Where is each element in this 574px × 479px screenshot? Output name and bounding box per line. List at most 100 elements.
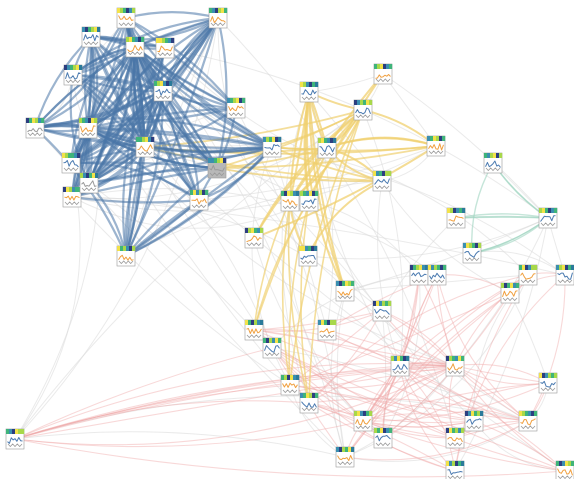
- strip-cell: [287, 191, 291, 196]
- node-glyph-n36[interactable]: [518, 264, 538, 286]
- strip-cell: [452, 461, 456, 466]
- node-glyph-n10[interactable]: [78, 117, 98, 139]
- node-glyph-n52[interactable]: [335, 446, 355, 468]
- strip-cell: [67, 65, 71, 70]
- node-glyph-n14[interactable]: [62, 186, 82, 208]
- node-glyph-n38[interactable]: [500, 282, 520, 304]
- sparkline-primary: [7, 437, 23, 444]
- node-glyph-n48[interactable]: [353, 410, 373, 432]
- node-glyph-n24[interactable]: [372, 170, 392, 192]
- node-glyph-n46[interactable]: [280, 374, 300, 396]
- edge-blue: [124, 16, 238, 110]
- node-glyph-n49[interactable]: [464, 410, 484, 432]
- strip-cell: [363, 100, 367, 105]
- edge-faint: [14, 431, 346, 458]
- node-glyph-n51[interactable]: [5, 428, 25, 450]
- node-glyph-n13[interactable]: [262, 136, 282, 158]
- node-glyph-n7[interactable]: [153, 80, 173, 102]
- sparkline-secondary: [355, 425, 371, 430]
- node-glyph-n34[interactable]: [409, 264, 429, 286]
- node-glyph-n19[interactable]: [299, 81, 319, 103]
- strip-cell: [516, 283, 520, 288]
- sparkline-primary: [64, 195, 80, 201]
- sparkline-secondary: [63, 167, 79, 172]
- strip-cell: [18, 429, 22, 434]
- node-glyph-n11[interactable]: [61, 152, 81, 174]
- strip-cell: [251, 320, 255, 325]
- node-glyph-n50[interactable]: [518, 410, 538, 432]
- node-glyph-n54[interactable]: [445, 427, 465, 449]
- node-glyph-n3[interactable]: [81, 26, 101, 48]
- edge-red: [289, 310, 383, 386]
- node-glyph-n29[interactable]: [335, 280, 355, 302]
- sparkline-primary: [375, 435, 391, 442]
- node-glyph-n16[interactable]: [189, 189, 209, 211]
- strip-cell: [357, 100, 361, 105]
- edge-faint: [381, 217, 457, 312]
- node-glyph-n18[interactable]: [207, 157, 227, 179]
- node-glyph-n17[interactable]: [116, 245, 136, 267]
- strip-cell: [542, 208, 546, 213]
- strip-cell: [452, 428, 456, 433]
- strip-cell: [74, 153, 78, 158]
- sparkline-secondary: [557, 279, 573, 284]
- node-glyph-n8[interactable]: [226, 97, 246, 119]
- edge-red: [253, 329, 456, 367]
- sparkline-secondary: [118, 22, 134, 27]
- node-glyph-n40[interactable]: [244, 319, 264, 341]
- node-glyph-n12[interactable]: [135, 136, 155, 158]
- node-glyph-n30[interactable]: [483, 152, 503, 174]
- node-glyph-n45[interactable]: [538, 372, 558, 394]
- node-glyph-n26[interactable]: [299, 190, 319, 212]
- node-glyph-n21[interactable]: [353, 99, 373, 121]
- strip-cell: [315, 393, 319, 398]
- node-glyph-n22[interactable]: [317, 137, 337, 159]
- strip-cell: [315, 82, 319, 87]
- edge-blue: [69, 16, 220, 165]
- strip-cell: [132, 246, 136, 251]
- node-glyph-n31[interactable]: [446, 207, 466, 229]
- node-glyph-n35[interactable]: [427, 264, 447, 286]
- strip-cell: [123, 246, 127, 251]
- node-glyph-n47[interactable]: [299, 392, 319, 414]
- node-glyph-n39[interactable]: [372, 300, 392, 322]
- node-glyph-n32[interactable]: [538, 207, 558, 229]
- node-glyph-n44[interactable]: [445, 355, 465, 377]
- node-glyph-n55[interactable]: [445, 460, 465, 479]
- node-glyph-n2[interactable]: [208, 7, 228, 29]
- node-glyph-n4[interactable]: [125, 36, 145, 58]
- sparkline-secondary: [375, 78, 391, 83]
- strip-cell: [427, 136, 431, 141]
- strip-cell: [496, 153, 500, 158]
- sparkline-secondary: [301, 96, 317, 101]
- strip-cell: [562, 265, 566, 270]
- node-glyph-n56[interactable]: [555, 460, 574, 479]
- node-glyph-n37[interactable]: [555, 264, 574, 286]
- node-glyph-n42[interactable]: [317, 319, 337, 341]
- node-glyph-n41[interactable]: [262, 337, 282, 359]
- node-glyph-n43[interactable]: [390, 355, 410, 377]
- node-glyph-n5[interactable]: [63, 64, 83, 86]
- node-glyph-n28[interactable]: [298, 245, 318, 267]
- node-glyph-n20[interactable]: [373, 63, 393, 85]
- strip-cell: [449, 461, 453, 466]
- strip-cell: [534, 411, 538, 416]
- sparkline-secondary: [7, 443, 23, 448]
- node-glyph-n27[interactable]: [244, 227, 264, 249]
- strip-cell: [379, 301, 383, 306]
- node-glyph-n53[interactable]: [373, 427, 393, 449]
- node-glyph-n25[interactable]: [280, 190, 300, 212]
- strip-cell: [290, 375, 294, 380]
- edge-red: [399, 365, 529, 422]
- edge-faint: [71, 196, 291, 386]
- edge-red: [289, 384, 529, 422]
- node-glyph-n33[interactable]: [462, 242, 482, 264]
- node-glyph-n1[interactable]: [116, 7, 136, 29]
- node-glyph-n15[interactable]: [79, 172, 99, 194]
- node-glyph-n9[interactable]: [25, 117, 45, 139]
- node-glyph-n6[interactable]: [155, 37, 175, 59]
- sparkline-secondary: [83, 41, 99, 46]
- node-glyph-n23[interactable]: [426, 135, 446, 157]
- strip-cell: [455, 428, 459, 433]
